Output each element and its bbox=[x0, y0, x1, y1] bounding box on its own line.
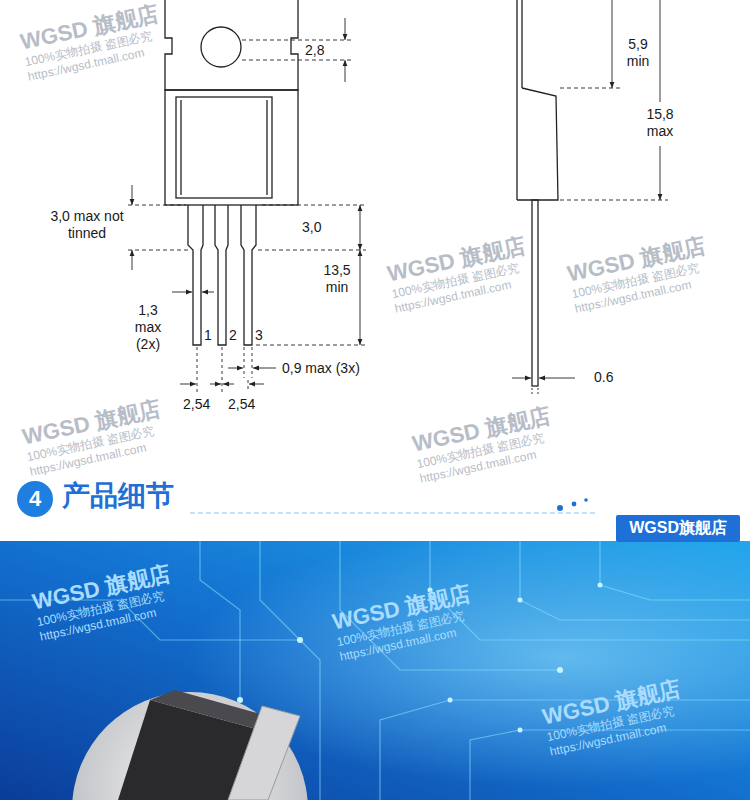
dimension-label: 2,54 bbox=[183, 396, 210, 413]
watermark-text: https://wgsd.tmall.com bbox=[39, 601, 180, 645]
watermark-text: 100%实物拍摄 盗图必究 bbox=[390, 258, 531, 302]
step-number-circle: 4 bbox=[17, 481, 53, 517]
watermark: WGSD 旗舰店100%实物拍摄 盗图必究https://wgsd.tmall.… bbox=[18, 1, 167, 85]
node-text: WGSD旗舰店 bbox=[629, 518, 727, 539]
watermark-text: WGSD 旗舰店 bbox=[330, 581, 473, 636]
dimension-label: 0.6 bbox=[594, 369, 613, 386]
watermark-text: WGSD 旗舰店 bbox=[30, 561, 173, 616]
watermark-text: 100%实物拍摄 盗图必究 bbox=[23, 26, 164, 70]
watermark-text: 100%实物拍摄 盗图必究 bbox=[35, 586, 176, 630]
front-view bbox=[165, 0, 298, 345]
side-dimension-lines bbox=[512, 0, 668, 396]
dimension-label: 2,8 bbox=[305, 42, 324, 59]
watermark-text: https://wgsd.tmall.com bbox=[29, 436, 170, 480]
watermark-text: 100%实物拍摄 盗图必究 bbox=[545, 701, 686, 745]
watermark-text: 100%实物拍摄 盗图必究 bbox=[570, 258, 711, 302]
watermark-text: https://wgsd.tmall.com bbox=[419, 443, 560, 487]
header-rule bbox=[190, 498, 598, 513]
watermark: WGSD 旗舰店100%实物拍摄 盗图必究https://wgsd.tmall.… bbox=[30, 561, 179, 645]
dimension-label: 3,0 bbox=[302, 219, 321, 236]
store-tag: WGSD旗舰店 bbox=[616, 515, 740, 542]
watermark-text: 100%实物拍摄 盗图必究 bbox=[25, 421, 166, 465]
dimension-label: 3 bbox=[255, 327, 263, 344]
watermark-text: https://wgsd.tmall.com bbox=[27, 41, 168, 85]
watermark-text: WGSD 旗舰店 bbox=[18, 1, 161, 56]
watermark-text: WGSD 旗舰店 bbox=[385, 233, 528, 288]
watermark: WGSD 旗舰店100%实物拍摄 盗图必究https://wgsd.tmall.… bbox=[540, 676, 689, 760]
dimension-label: 3,0 max not tinned bbox=[48, 208, 126, 242]
watermark-text: https://wgsd.tmall.com bbox=[574, 273, 715, 317]
watermark: WGSD 旗舰店100%实物拍摄 盗图必究https://wgsd.tmall.… bbox=[20, 396, 169, 480]
watermark: WGSD 旗舰店100%实物拍摄 盗图必究https://wgsd.tmall.… bbox=[385, 233, 534, 317]
watermark-text: https://wgsd.tmall.com bbox=[549, 716, 690, 760]
watermark: WGSD 旗舰店100%实物拍摄 盗图必究https://wgsd.tmall.… bbox=[330, 581, 479, 665]
dimension-label: 2 bbox=[229, 327, 237, 344]
dimension-label: 15,8 max bbox=[639, 106, 681, 140]
dimension-label: 0,9 max (3x) bbox=[282, 360, 360, 377]
dimension-label: 13,5 min bbox=[318, 262, 356, 296]
watermark-text: WGSD 旗舰店 bbox=[20, 396, 163, 451]
watermark-text: 100%实物拍摄 盗图必究 bbox=[415, 428, 556, 472]
dimension-label: 1 bbox=[204, 327, 212, 344]
watermark: WGSD 旗舰店100%实物拍摄 盗图必究https://wgsd.tmall.… bbox=[410, 403, 559, 487]
section-title: 产品细节 bbox=[62, 479, 174, 513]
watermark-text: https://wgsd.tmall.com bbox=[394, 273, 535, 317]
dimension-label: 2,54 bbox=[228, 396, 255, 413]
watermark-text: WGSD 旗舰店 bbox=[540, 676, 683, 731]
dimension-label: 1,3 max (2x) bbox=[128, 302, 168, 353]
dimension-lines bbox=[128, 18, 366, 392]
side-view bbox=[517, 0, 558, 386]
watermark-text: https://wgsd.tmall.com bbox=[339, 621, 480, 665]
watermark-text: WGSD 旗舰店 bbox=[565, 233, 708, 288]
node-text: 4 bbox=[29, 486, 41, 512]
product-photo bbox=[72, 690, 308, 800]
dimension-label: 5,9 min bbox=[620, 36, 656, 70]
watermark-text: WGSD 旗舰店 bbox=[410, 403, 553, 458]
watermark: WGSD 旗舰店100%实物拍摄 盗图必究https://wgsd.tmall.… bbox=[565, 233, 714, 317]
watermark-text: 100%实物拍摄 盗图必究 bbox=[335, 606, 476, 650]
